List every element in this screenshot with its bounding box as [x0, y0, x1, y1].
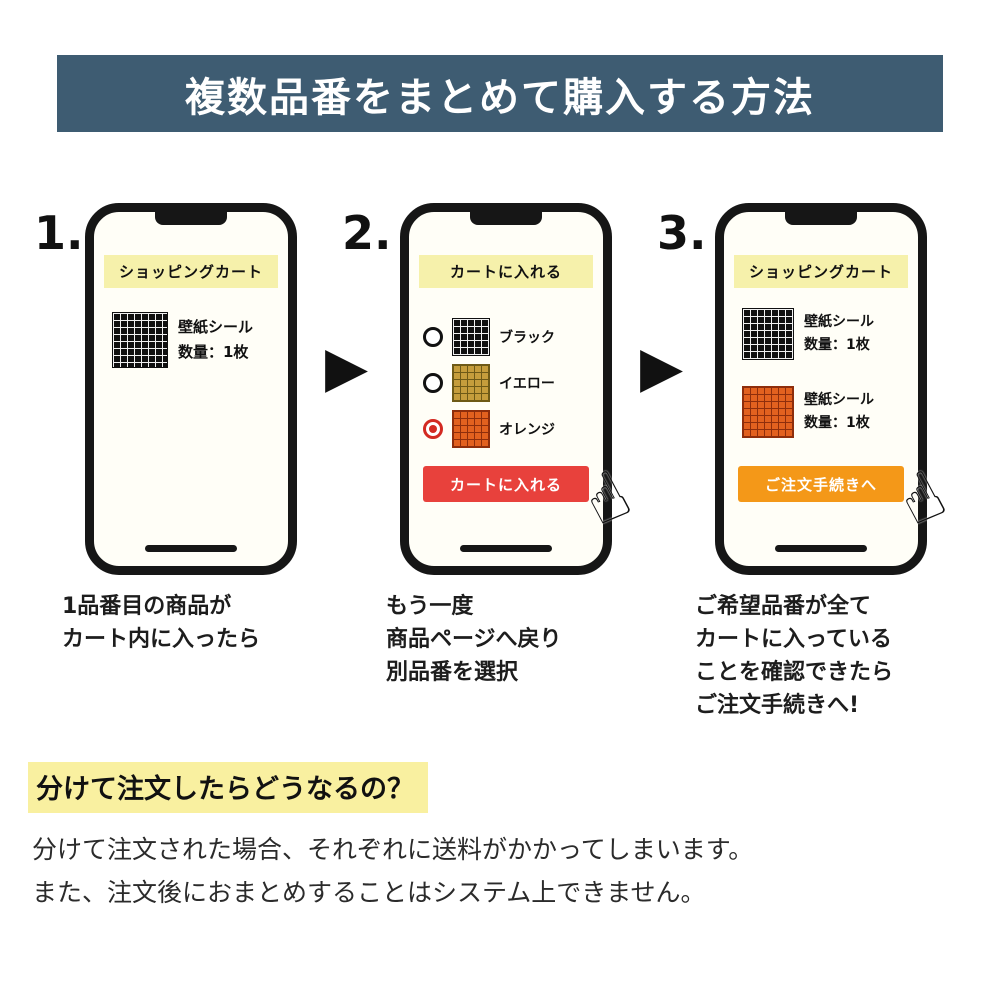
item-qty: 数量：1枚 [178, 343, 249, 361]
step-3-number: 3. [657, 206, 707, 260]
phone-step-1: ショッピングカート 壁紙シール 数量：1枚 [85, 203, 297, 575]
add-to-cart-header: カートに入れる [419, 255, 593, 288]
phone-notch [785, 212, 857, 225]
home-indicator [460, 545, 552, 552]
cart-item-text: 壁紙シール 数量：1枚 [804, 389, 874, 435]
cart-item: 壁紙シール 数量：1枚 [742, 308, 910, 360]
cursor-hand-icon: ☝ [570, 455, 643, 542]
proceed-to-order-button: ご注文手続きへ [738, 466, 904, 502]
step-2-number: 2. [342, 206, 392, 260]
home-indicator [145, 545, 237, 552]
step-1-number: 1. [34, 206, 84, 260]
black-tile-swatch [452, 318, 490, 356]
footer-question-highlighted: 分けて注文したらどうなるの？ [28, 762, 428, 813]
add-to-cart-button: カートに入れる [423, 466, 589, 502]
caption-line: ご注文手続きへ! [695, 693, 860, 718]
color-options: ブラック イエロー オレンジ [423, 314, 597, 452]
radio-unselected-icon [423, 327, 443, 347]
home-indicator [775, 545, 867, 552]
option-yellow: イエロー [423, 360, 597, 406]
option-label: オレンジ [499, 422, 555, 438]
footer-body-text: 分けて注文された場合、それぞれに送料がかかってしまいます。 また、注文後におまと… [32, 828, 753, 914]
black-tile-swatch [112, 312, 168, 368]
item-name: 壁紙シール [178, 318, 254, 337]
banner: 複数品番をまとめて購入する方法 [57, 55, 943, 132]
phone-notch [155, 212, 227, 225]
black-tile-swatch [742, 308, 794, 360]
step-1-caption: 1品番目の商品が カート内に入ったら [62, 590, 260, 656]
caption-line: 商品ページへ戻り [386, 627, 562, 652]
radio-unselected-icon [423, 373, 443, 393]
option-orange: オレンジ [423, 406, 597, 452]
caption-line: ご希望品番が全て [695, 594, 872, 619]
arrow-right-icon: ▶ [325, 335, 369, 400]
phone-step-2: カートに入れる ブラック イエロー オレンジ カートに入れる ☝ [400, 203, 642, 575]
caption-line: ことを確認できたら [695, 660, 894, 685]
caption-line: カート内に入ったら [62, 627, 261, 652]
caption-line: もう一度 [386, 594, 474, 619]
item-name: 壁紙シール [804, 391, 874, 408]
option-label: ブラック [499, 330, 555, 346]
cart-item: 壁紙シール 数量：1枚 [742, 386, 910, 438]
footer-body-line: 分けて注文された場合、それぞれに送料がかかってしまいます。 [32, 835, 754, 864]
arrow-right-icon: ▶ [640, 335, 684, 400]
footer-body-line: また、注文後におまとめすることはシステム上できません。 [32, 878, 706, 907]
cart-item-text: 壁紙シール 数量：1枚 [804, 311, 874, 357]
radio-selected-icon [423, 419, 443, 439]
step-3-caption: ご希望品番が全て カートに入っている ことを確認できたら ご注文手続きへ! [695, 590, 893, 722]
orange-tile-swatch [452, 410, 490, 448]
phone-step-3: ショッピングカート 壁紙シール 数量：1枚 壁紙シール 数量：1枚 ご注文手続き… [715, 203, 957, 575]
yellow-tile-swatch [452, 364, 490, 402]
item-qty: 数量：1枚 [804, 415, 870, 431]
phone-notch [470, 212, 542, 225]
option-black: ブラック [423, 314, 597, 360]
caption-line: 1品番目の商品が [62, 594, 232, 619]
option-label: イエロー [499, 376, 555, 392]
cart-header: ショッピングカート [104, 255, 278, 288]
banner-title: 複数品番をまとめて購入する方法 [185, 74, 815, 121]
caption-line: カートに入っている [695, 627, 892, 652]
cart-item-text: 壁紙シール 数量：1枚 [178, 315, 253, 365]
item-name: 壁紙シール [804, 313, 874, 330]
cursor-hand-icon: ☝ [885, 455, 958, 542]
caption-line: 別品番を選択 [386, 660, 519, 685]
cart-item: 壁紙シール 数量：1枚 [112, 312, 280, 368]
orange-tile-swatch [742, 386, 794, 438]
item-qty: 数量：1枚 [804, 337, 870, 353]
step-2-caption: もう一度 商品ページへ戻り 別品番を選択 [386, 590, 562, 689]
cart-header: ショッピングカート [734, 255, 908, 288]
